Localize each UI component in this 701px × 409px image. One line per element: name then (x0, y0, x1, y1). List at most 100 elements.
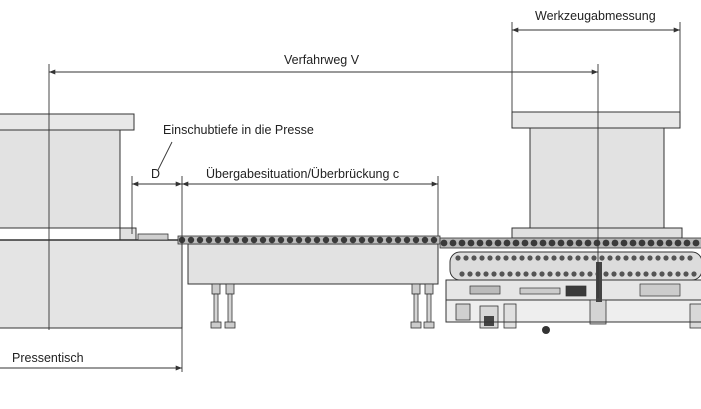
chain-link (591, 255, 597, 261)
roller (349, 236, 357, 244)
chain-link (567, 255, 573, 261)
label-d: D (151, 167, 161, 181)
chain-link (511, 255, 517, 261)
chain-link (519, 255, 525, 261)
chain-link (587, 271, 593, 277)
chain-link (659, 271, 665, 277)
roller (485, 239, 493, 247)
chain-link (571, 271, 577, 277)
roller (205, 236, 213, 244)
roller (286, 236, 294, 244)
chain-link (651, 271, 657, 277)
chain-link (503, 255, 509, 261)
roller (611, 239, 619, 247)
chain-link (487, 255, 493, 261)
label-pressentisch: Pressentisch (12, 351, 84, 365)
chain-link (483, 271, 489, 277)
roller (458, 239, 466, 247)
roller (403, 236, 411, 244)
label-verfahrweg: Verfahrweg V (284, 53, 360, 67)
roller (584, 239, 592, 247)
roller (385, 236, 393, 244)
roller (430, 236, 438, 244)
roller (656, 239, 664, 247)
roller (593, 239, 601, 247)
chain-link (463, 255, 469, 261)
chain-link (459, 271, 465, 277)
chain-link (563, 271, 569, 277)
chain-link (675, 271, 681, 277)
chain-link (611, 271, 617, 277)
chain-link (531, 271, 537, 277)
roller (358, 236, 366, 244)
roller (214, 236, 222, 244)
roller (539, 239, 547, 247)
chain-link (655, 255, 661, 261)
roller (367, 236, 375, 244)
press-left (0, 113, 183, 329)
tool-changing-cart (439, 237, 701, 334)
chain-link (475, 271, 481, 277)
roller (304, 236, 312, 244)
roller (683, 239, 691, 247)
roller (322, 236, 330, 244)
chain-link (671, 255, 677, 261)
chain-link (667, 271, 673, 277)
chain-link (635, 271, 641, 277)
roller (277, 236, 285, 244)
roller (421, 236, 429, 244)
chain-link (615, 255, 621, 261)
chain-link (499, 271, 505, 277)
label-uebergabe: Übergabesituation/Überbrückung c (206, 167, 400, 181)
roller (647, 239, 655, 247)
roller (223, 236, 231, 244)
chain-link (603, 271, 609, 277)
chain-link (679, 255, 685, 261)
transfer-bridge (177, 235, 441, 329)
dimension-lines (0, 22, 681, 372)
chain-link (535, 255, 541, 261)
chain-link (639, 255, 645, 261)
roller (412, 236, 420, 244)
chain-link (579, 271, 585, 277)
roller (313, 236, 321, 244)
chain-link (575, 255, 581, 261)
roller (566, 239, 574, 247)
roller (467, 239, 475, 247)
roller (548, 239, 556, 247)
roller (503, 239, 511, 247)
roller (629, 239, 637, 247)
roller (331, 236, 339, 244)
chain-link (619, 271, 625, 277)
roller (557, 239, 565, 247)
roller (259, 236, 267, 244)
roller (196, 236, 204, 244)
chain-link (543, 255, 549, 261)
roller (602, 239, 610, 247)
roller (449, 239, 457, 247)
roller (512, 239, 520, 247)
chain-link (515, 271, 521, 277)
chain-link (527, 255, 533, 261)
chain-link (607, 255, 613, 261)
chain-link (623, 255, 629, 261)
roller (295, 236, 303, 244)
roller (394, 236, 402, 244)
roller (340, 236, 348, 244)
roller (674, 239, 682, 247)
roller (575, 239, 583, 247)
chain-link (687, 255, 693, 261)
roller (638, 239, 646, 247)
chain-link (683, 271, 689, 277)
chain-link (691, 271, 697, 277)
roller (521, 239, 529, 247)
chain-link (523, 271, 529, 277)
chain-link (539, 271, 545, 277)
roller (241, 236, 249, 244)
roller (187, 236, 195, 244)
label-einschubtiefe: Einschubtiefe in die Presse (163, 123, 314, 137)
chain-link (467, 271, 473, 277)
label-werkzeugabmessung: Werkzeugabmessung (535, 9, 656, 23)
chain-link (507, 271, 513, 277)
